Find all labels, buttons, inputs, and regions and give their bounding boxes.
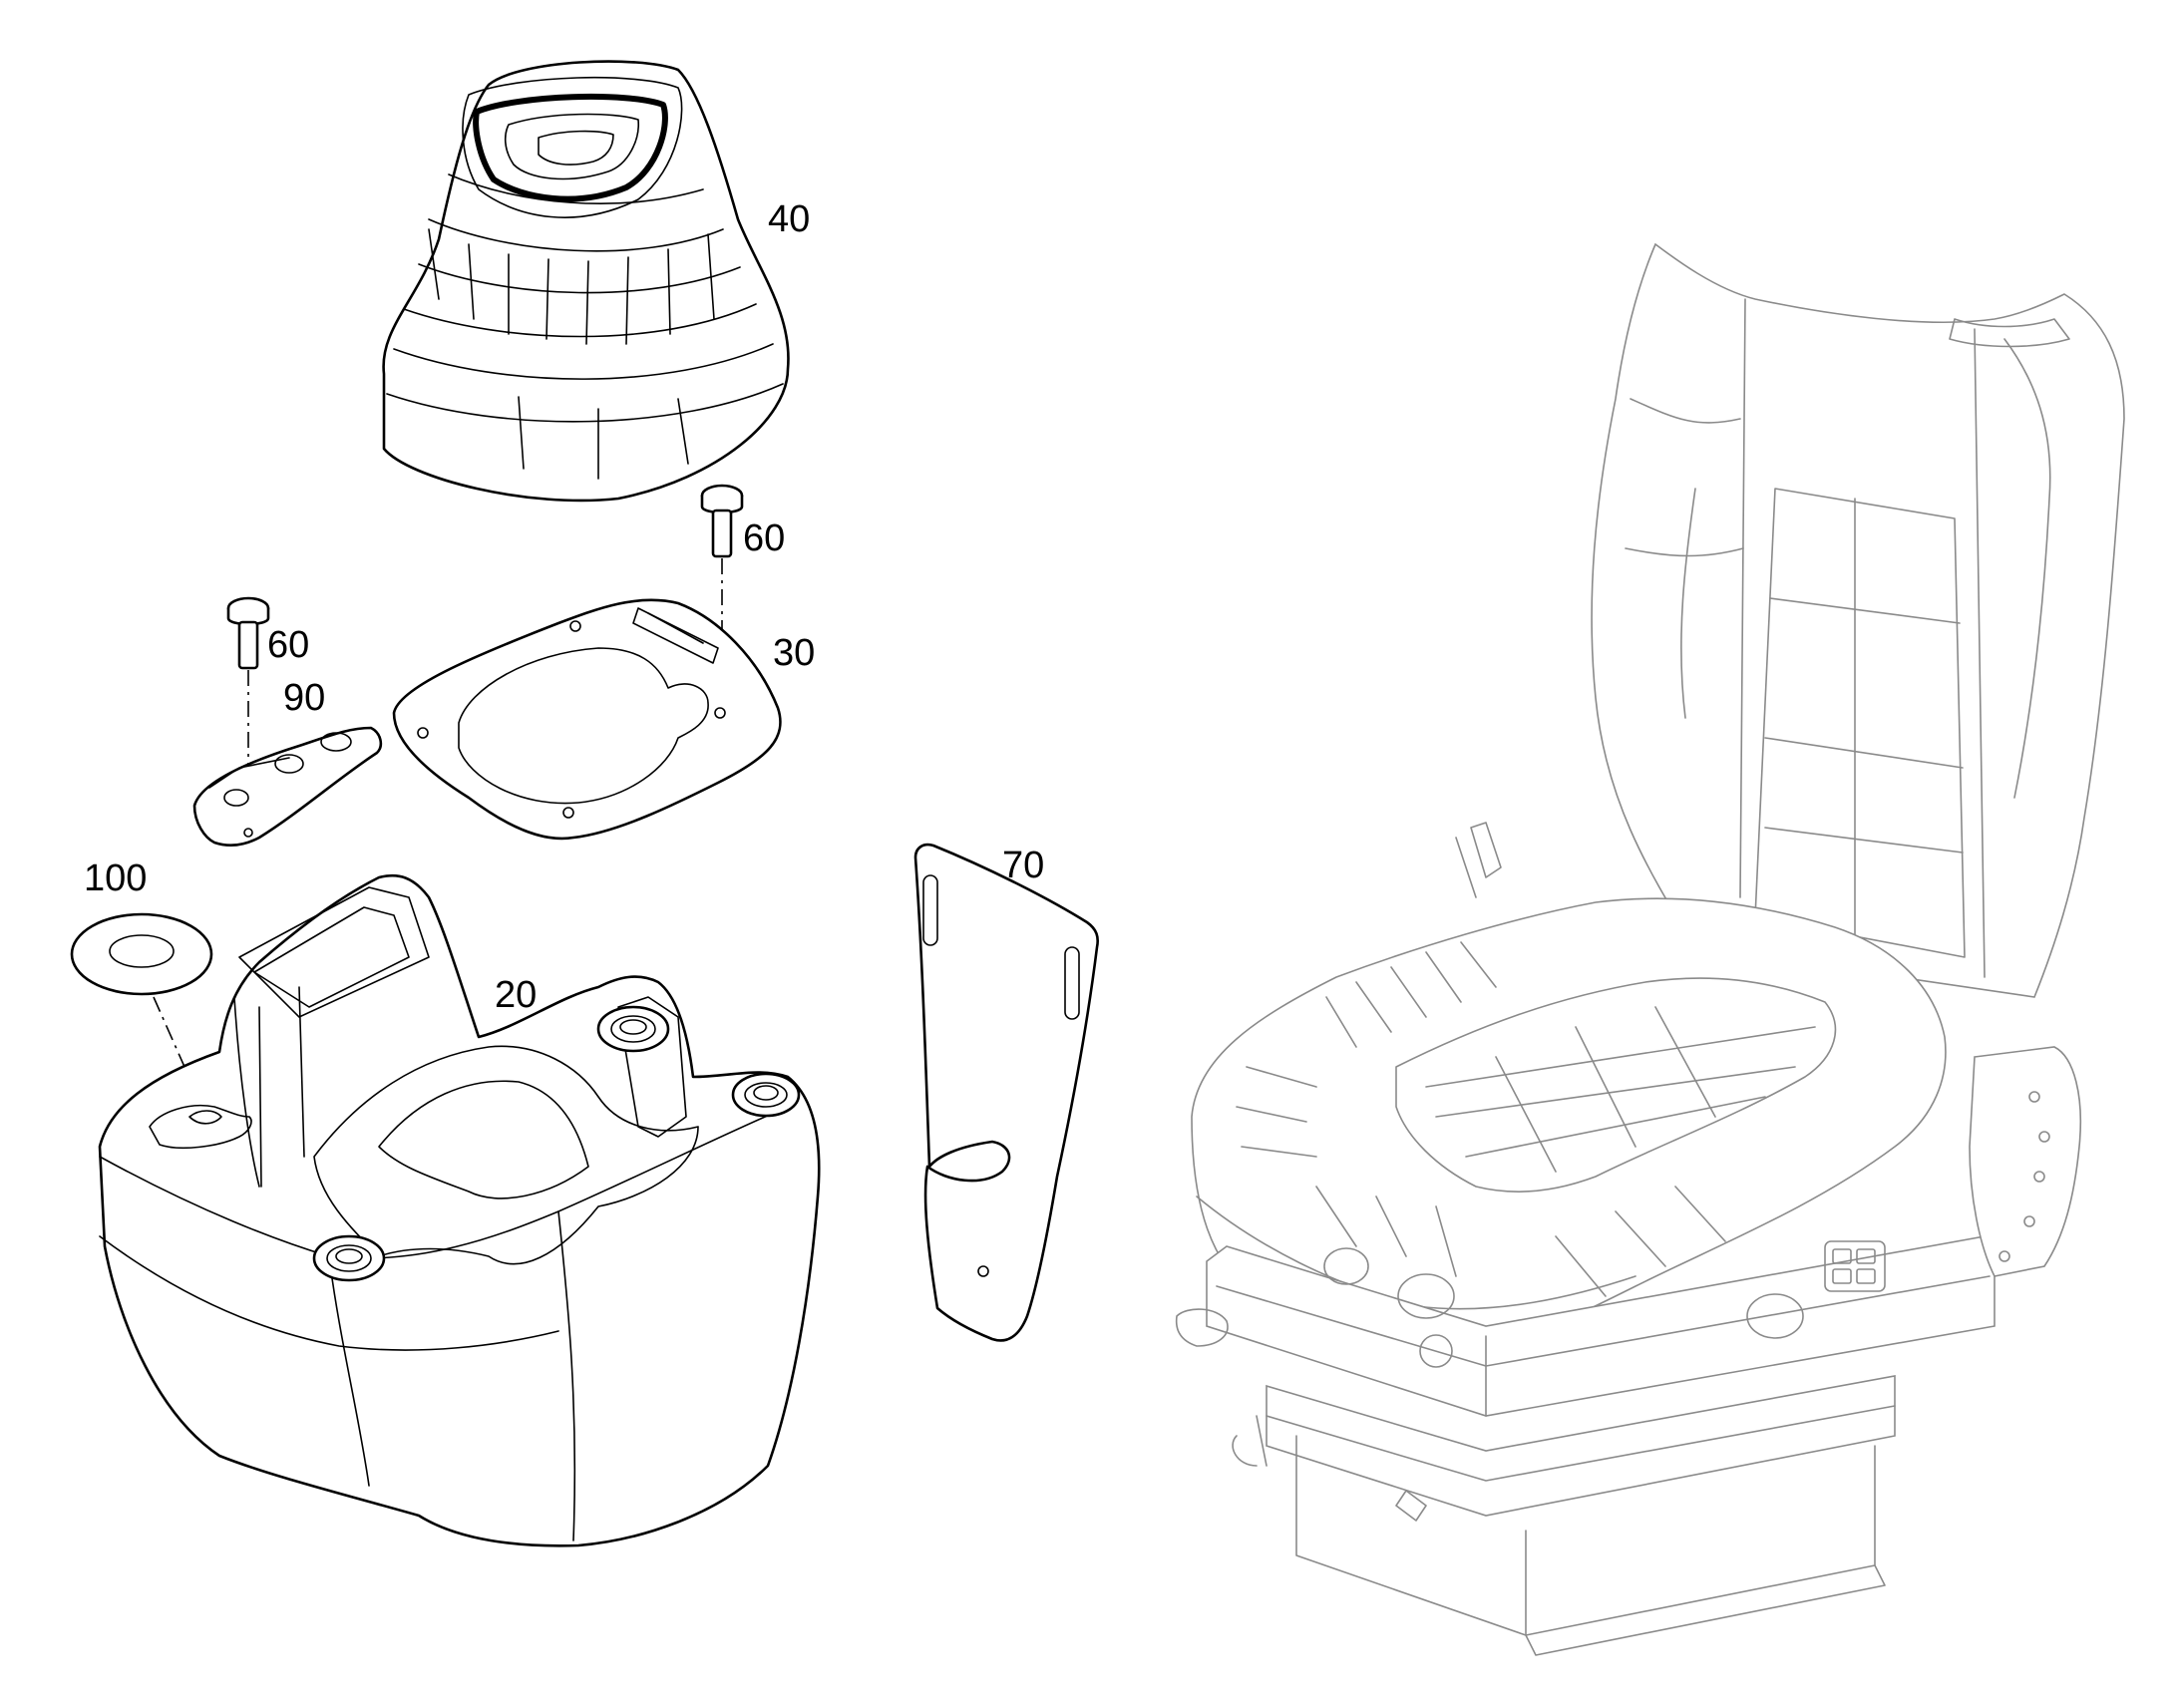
part-60-screw-upper (700, 484, 744, 713)
part-30-mounting-plate (392, 598, 782, 841)
part-70-bracket-sheet (913, 843, 1099, 1342)
part-20-console-housing (98, 873, 821, 1547)
operator-seat-reference (1175, 242, 2125, 1656)
callout-60-upper: 60 (743, 517, 785, 559)
callout-40: 40 (768, 198, 810, 240)
part-90-bracket (192, 726, 383, 848)
callout-60-lower: 60 (267, 624, 309, 666)
part-40-bellows (382, 60, 790, 503)
callout-100: 100 (84, 857, 147, 899)
callout-90: 90 (283, 677, 325, 719)
callout-30: 30 (773, 632, 815, 674)
callout-20: 20 (495, 974, 537, 1016)
part-100-washer (70, 912, 213, 1113)
callout-70: 70 (1002, 845, 1044, 886)
